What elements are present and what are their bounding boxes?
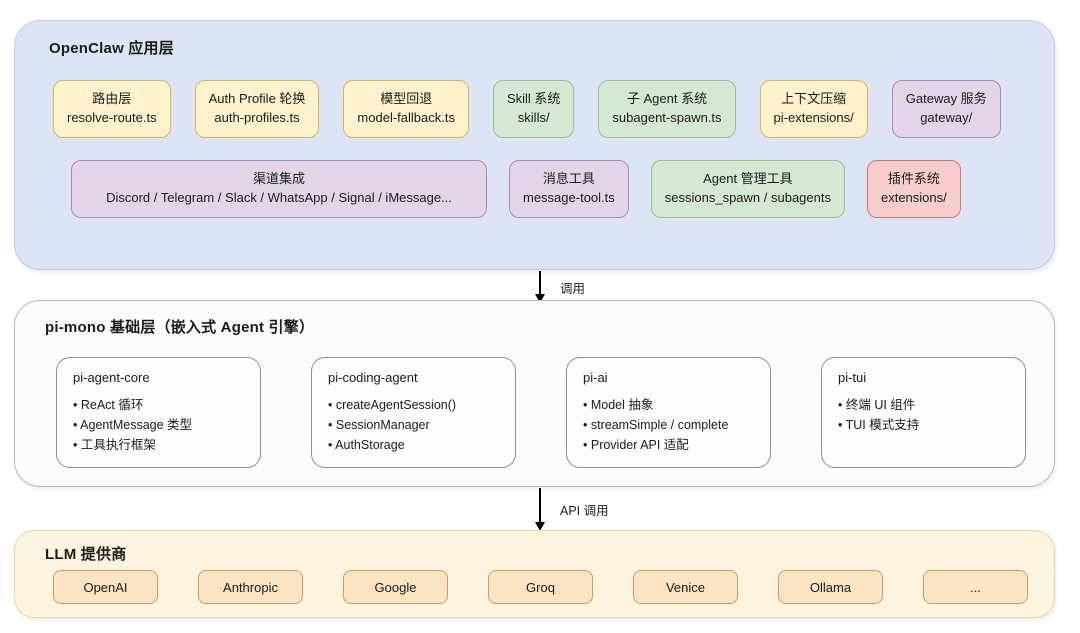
component-box-subtitle: extensions/ bbox=[880, 189, 947, 205]
package-feature-list: Model 抽象streamSimple / completeProvider … bbox=[583, 395, 754, 455]
package-feature-item: 终端 UI 组件 bbox=[838, 395, 1009, 415]
component-box: 插件系统 extensions/ bbox=[866, 160, 961, 218]
component-box: 上下文压缩 pi-extensions/ bbox=[759, 80, 868, 138]
component-box: 消息工具 message-tool.ts bbox=[509, 160, 629, 218]
package-feature-list: createAgentSession()SessionManagerAuthSt… bbox=[328, 395, 499, 455]
component-box: 模型回退 model-fallback.ts bbox=[343, 80, 469, 138]
app-layer-row1: 路由层 resolve-route.ts Auth Profile 轮换 auth-p… bbox=[53, 80, 1034, 138]
package-card-title: pi-agent-core bbox=[73, 370, 150, 385]
package-feature-item: streamSimple / complete bbox=[583, 415, 754, 435]
call-arrow bbox=[535, 271, 545, 303]
package-feature-item: AgentMessage 类型 bbox=[73, 415, 244, 435]
package-feature-item: SessionManager bbox=[328, 415, 499, 435]
package-feature-item: 工具执行框架 bbox=[73, 435, 244, 455]
component-box-subtitle: model-fallback.ts bbox=[357, 110, 455, 125]
component-box-title: 插件系统 bbox=[887, 171, 940, 186]
provider-box: Google bbox=[343, 570, 448, 604]
package-feature-item: TUI 模式支持 bbox=[838, 415, 1009, 435]
component-box: Skill 系统 skills/ bbox=[492, 80, 575, 138]
component-box-subtitle: gateway/ bbox=[920, 110, 973, 125]
component-box: 路由层 resolve-route.ts bbox=[53, 80, 171, 138]
mono-layer-container: pi-mono 基础层（嵌入式 Agent 引擎） pi-agent-coreR… bbox=[14, 300, 1055, 487]
component-box-title: Agent 管理工具 bbox=[703, 171, 793, 186]
arrow-head-icon bbox=[535, 294, 545, 303]
component-box: 渠道集成 Discord / Telegram / Slack / WhatsAp… bbox=[71, 160, 487, 218]
component-box-subtitle: auth-profiles.ts bbox=[214, 110, 300, 125]
component-box-subtitle: subagent-spawn.ts bbox=[612, 110, 722, 125]
component-box-title: 模型回退 bbox=[380, 91, 433, 107]
llm-layer-title: LLM 提供商 bbox=[45, 546, 127, 563]
package-feature-list: 终端 UI 组件TUI 模式支持 bbox=[838, 395, 1009, 435]
component-box-subtitle: resolve-route.ts bbox=[67, 110, 157, 125]
package-card-title: pi-coding-agent bbox=[328, 370, 418, 385]
app-layer-container: OpenClaw 应用层 路由层 resolve-route.ts Auth Pro… bbox=[14, 20, 1055, 270]
package-feature-item: Model 抽象 bbox=[583, 395, 754, 415]
provider-box: Ollama bbox=[778, 570, 883, 604]
providers-row: OpenAI Anthropic Google Groq Venice Ollama... bbox=[53, 570, 1034, 604]
component-box-subtitle: skills/ bbox=[517, 110, 550, 125]
component-box-title: 子 Agent 系统 bbox=[626, 91, 708, 107]
api-call-arrow bbox=[535, 488, 545, 531]
provider-box: ... bbox=[923, 570, 1028, 604]
component-box: Auth Profile 轮换 auth-profiles.ts bbox=[194, 80, 320, 138]
app-layer-row2: 渠道集成 Discord / Telegram / Slack / WhatsAp… bbox=[71, 160, 1034, 218]
provider-box: Anthropic bbox=[198, 570, 303, 604]
provider-box: OpenAI bbox=[53, 570, 158, 604]
package-feature-list: ReAct 循环AgentMessage 类型工具执行框架 bbox=[73, 395, 244, 455]
component-box-subtitle: message-tool.ts bbox=[523, 189, 615, 205]
provider-box: Venice bbox=[633, 570, 738, 604]
component-box-title: 渠道集成 bbox=[252, 171, 305, 186]
package-feature-item: createAgentSession() bbox=[328, 395, 499, 415]
call-arrow-label: 调用 bbox=[560, 282, 586, 296]
component-box-title: Auth Profile 轮换 bbox=[208, 91, 306, 107]
app-layer-title: OpenClaw 应用层 bbox=[49, 40, 174, 57]
component-box-title: Gateway 服务 bbox=[905, 91, 987, 107]
component-box: Agent 管理工具 sessions_spawn / subagents bbox=[650, 160, 845, 218]
package-card-title: pi-tui bbox=[838, 370, 867, 385]
provider-box: Groq bbox=[488, 570, 593, 604]
component-box-subtitle: sessions_spawn / subagents bbox=[664, 189, 831, 205]
package-card-title: pi-ai bbox=[583, 370, 608, 385]
mono-cards-row: pi-agent-coreReAct 循环AgentMessage 类型工具执行… bbox=[56, 357, 1026, 468]
package-card: pi-coding-agent createAgentSession()Sessi… bbox=[311, 357, 516, 468]
package-feature-item: ReAct 循环 bbox=[73, 395, 244, 415]
package-card: pi-aiModel 抽象streamSimple / completeProv… bbox=[566, 357, 771, 468]
component-box-subtitle: pi-extensions/ bbox=[773, 110, 854, 125]
mono-layer-title: pi-mono 基础层（嵌入式 Agent 引擎） bbox=[45, 319, 315, 336]
component-box: Gateway 服务 gateway/ bbox=[891, 80, 1001, 138]
package-card: pi-tui 终端 UI 组件TUI 模式支持 bbox=[821, 357, 1026, 468]
component-box-title: 消息工具 bbox=[542, 171, 595, 186]
component-box-subtitle: Discord / Telegram / Slack / WhatsApp / … bbox=[106, 189, 452, 205]
api-call-arrow-label: API 调用 bbox=[560, 504, 609, 518]
package-card: pi-agent-coreReAct 循环AgentMessage 类型工具执行… bbox=[56, 357, 261, 468]
component-box-title: 上下文压缩 bbox=[781, 91, 847, 107]
arrow-head-icon bbox=[535, 522, 545, 531]
package-feature-item: AuthStorage bbox=[328, 435, 499, 455]
component-box: 子 Agent 系统 subagent-spawn.ts bbox=[598, 80, 736, 138]
package-feature-item: Provider API 适配 bbox=[583, 435, 754, 455]
component-box-title: 路由层 bbox=[92, 91, 132, 107]
component-box-title: Skill 系统 bbox=[506, 91, 561, 107]
